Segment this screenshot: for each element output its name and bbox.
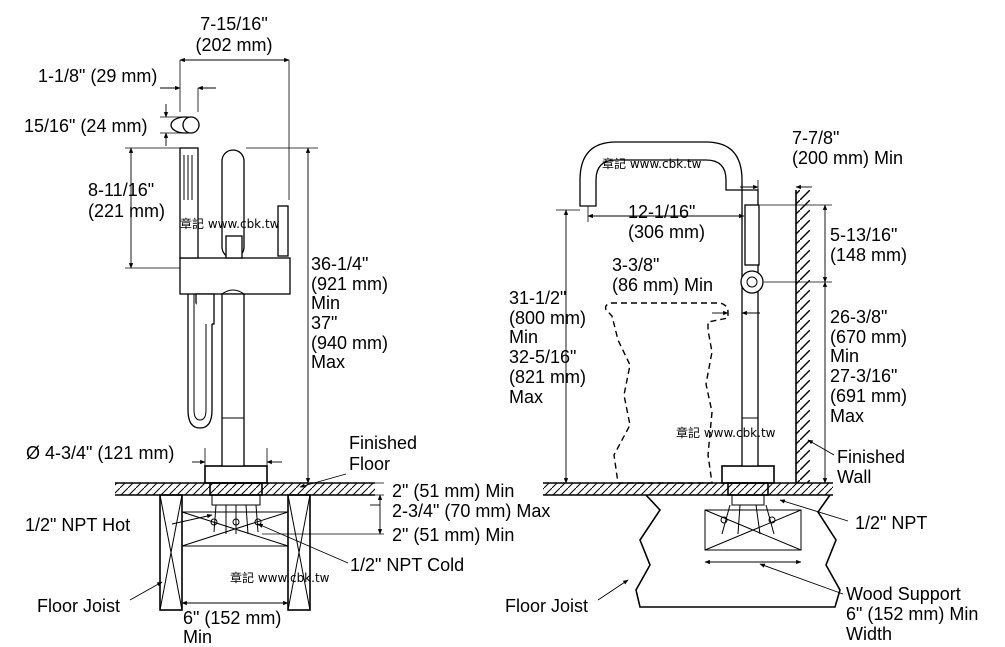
finished-wall <box>795 190 810 483</box>
tub-clearance-line1: 3-3/8" <box>612 255 659 275</box>
left-labels: 7-15/16" (202 mm) 1-1/8" (29 mm) 15/16" … <box>24 14 550 647</box>
wood-support-line1: Wood Support <box>846 584 961 604</box>
spout-offset-line1: 7-7/8" <box>792 128 839 148</box>
width-top-line1: 7-15/16" <box>200 14 267 34</box>
spout-height-line4: 32-5/16" <box>509 347 576 367</box>
finished-wall-line1: Finished <box>837 447 905 467</box>
wood-support-line2: 6" (152 mm) Min <box>846 604 978 624</box>
right-floor <box>543 482 833 496</box>
npt-hot: 1/2" NPT Hot <box>25 515 130 535</box>
left-handshower <box>170 116 215 429</box>
width-top-line2: (202 mm) <box>195 35 272 55</box>
watermark-left-1: 章記 www.cbk.tw <box>180 216 280 231</box>
left-floor-joist: Floor Joist <box>37 596 120 616</box>
below-min: 2" (51 mm) Min <box>392 525 514 545</box>
spout-reach-line1: 12-1/16" <box>628 202 695 222</box>
base-diameter: Ø 4-3/4" (121 mm) <box>26 443 174 463</box>
height-line6: Max <box>311 352 345 372</box>
left-dimensions <box>125 57 384 610</box>
spout-height-line5: (821 mm) <box>509 367 586 387</box>
tub-clearance-line2: (86 mm) Min <box>612 275 713 295</box>
spout-offset-line2: (200 mm) Min <box>792 148 903 168</box>
finished-wall-line2: Wall <box>837 467 871 487</box>
spout-height-line6: Max <box>509 387 543 407</box>
left-floor <box>115 482 375 496</box>
npt-cold: 1/2" NPT Cold <box>350 555 464 575</box>
height-line4: 37" <box>311 313 337 333</box>
right-floor-joist <box>635 494 841 608</box>
outlet-height-line6: Max <box>830 406 864 426</box>
watermark-right-2: 章記 www.cbk.tw <box>676 425 776 440</box>
outlet-height-line4: 27-3/16" <box>830 366 897 386</box>
outlet-height-line5: (691 mm) <box>830 386 907 406</box>
handshower-length-line2: (221 mm) <box>88 201 165 221</box>
right-dimensions <box>556 180 849 601</box>
right-labels: 7-7/8" (200 mm) Min 12-1/16" (306 mm) 5-… <box>505 128 978 644</box>
spout-height-line3: Min <box>509 327 538 347</box>
height-line1: 36-1/4" <box>311 254 368 274</box>
height-line5: (940 mm) <box>311 333 388 353</box>
outlet-height-line3: Min <box>830 346 859 366</box>
outlet-height-line2: (670 mm) <box>830 327 907 347</box>
bathtub-outline <box>604 302 729 484</box>
left-floor-joists <box>159 494 311 611</box>
spout-height-line2: (800 mm) <box>509 308 586 328</box>
right-view: 7-7/8" (200 mm) Min 12-1/16" (306 mm) 5-… <box>505 128 978 644</box>
floor-max: 2-3/4" (70 mm) Max <box>392 501 550 521</box>
joist-spacing-line1: 6" (152 mm) <box>183 608 281 628</box>
joist-spacing-line2: Min <box>183 627 212 647</box>
outlet-height-line1: 26-3/8" <box>830 307 887 327</box>
left-faucet-column <box>179 149 291 467</box>
height-line2: (921 mm) <box>311 274 388 294</box>
spout-drop-line1: 5-13/16" <box>830 225 897 245</box>
watermark-left-2: 章記 www.cbk.tw <box>230 570 330 585</box>
finished-floor-line2: Floor <box>349 454 390 474</box>
left-rough-in-valve <box>204 465 268 535</box>
spout-reach-line2: (306 mm) <box>628 222 705 242</box>
left-view: 7-15/16" (202 mm) 1-1/8" (29 mm) 15/16" … <box>24 14 550 647</box>
wood-support-line3: Width <box>846 624 892 644</box>
right-rough-in-valve <box>720 465 776 535</box>
handle-diameter: 15/16" (24 mm) <box>24 116 147 136</box>
spout-drop-line2: (148 mm) <box>830 245 907 265</box>
floor-min: 2" (51 mm) Min <box>392 481 514 501</box>
right-floor-joist: Floor Joist <box>505 596 588 616</box>
handshower-length-line1: 8-11/16" <box>88 180 154 200</box>
right-npt: 1/2" NPT <box>855 513 927 533</box>
spout-height-line1: 31-1/2" <box>509 288 566 308</box>
height-line3: Min <box>311 293 340 313</box>
handshower-offset: 1-1/8" (29 mm) <box>38 66 157 86</box>
watermark-right-1: 章記 www.cbk.tw <box>602 156 702 171</box>
finished-floor-line1: Finished <box>349 433 417 453</box>
right-faucet <box>579 141 764 467</box>
